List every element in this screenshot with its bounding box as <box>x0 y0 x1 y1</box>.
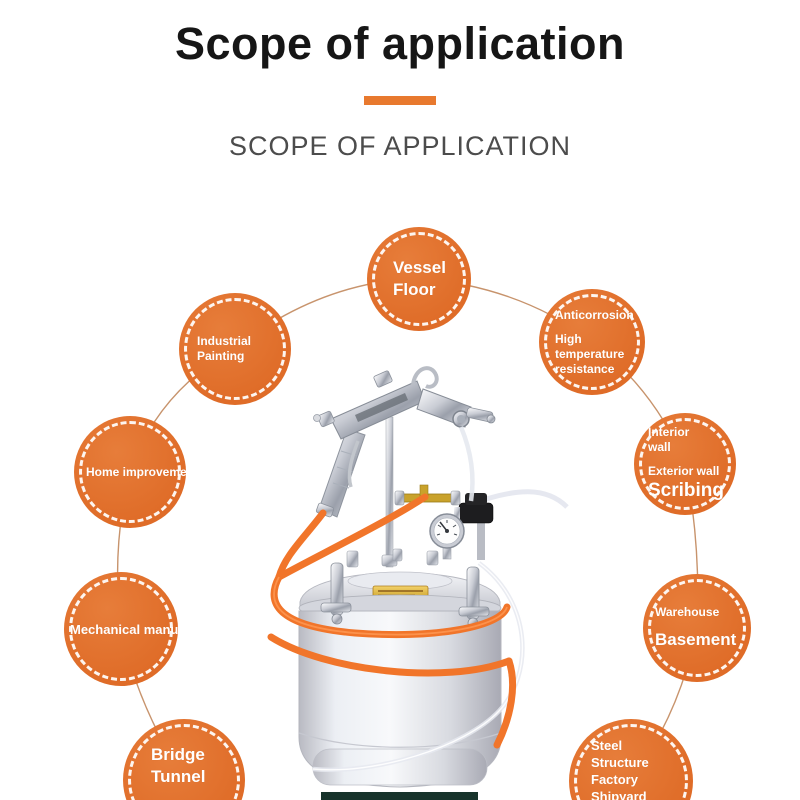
circle-label: Home improvement <box>86 465 186 480</box>
circle-label-line: Mechanical manufa <box>70 621 178 637</box>
circle-label-line: Bridge <box>151 745 205 764</box>
circle-label-line: resistance <box>555 361 615 376</box>
circle-label-line: Interior <box>648 425 690 439</box>
circle-label-line: High <box>555 331 582 346</box>
next-section-edge <box>321 792 478 800</box>
page-title: Scope of application <box>174 18 626 69</box>
circle-label-line: Shipyard <box>591 789 647 800</box>
circle-label-line: temperature <box>555 346 625 361</box>
page-subtitle: SCOPE OF APPLICATION <box>228 131 572 161</box>
product-photo <box>255 355 575 800</box>
circle-label-line: Painting <box>197 349 245 363</box>
circle-label-line: Home improvement <box>86 464 186 479</box>
circle-label-line: wall <box>648 440 671 454</box>
circle-label-line: Basement <box>655 630 737 649</box>
circle-label-line: Factory <box>591 772 638 787</box>
circle-label: Mechanical manufa <box>70 621 178 638</box>
application-circle-mechanical-manufacture: Mechanical manufa <box>64 572 178 686</box>
circle-label-line: Warehouse <box>655 605 720 619</box>
circle-label-line: Structure <box>591 755 649 770</box>
paint-pressure-tank-illustration <box>267 366 569 788</box>
circle-label-line: Exterior wall <box>648 464 720 478</box>
circle-label-line: Tunnel <box>151 767 206 786</box>
circle-label-line: Steel <box>591 738 623 753</box>
circle-label-line: Anticorrosion <box>555 307 634 322</box>
circle-label-line: Industrial <box>197 334 252 348</box>
title-divider <box>364 96 436 105</box>
application-circle-home-improvement: Home improvement <box>74 416 186 528</box>
circle-label-line: Scribing <box>648 480 725 501</box>
circle-label-line: Vessel <box>393 258 446 277</box>
circle-label-line: Floor <box>393 280 436 299</box>
